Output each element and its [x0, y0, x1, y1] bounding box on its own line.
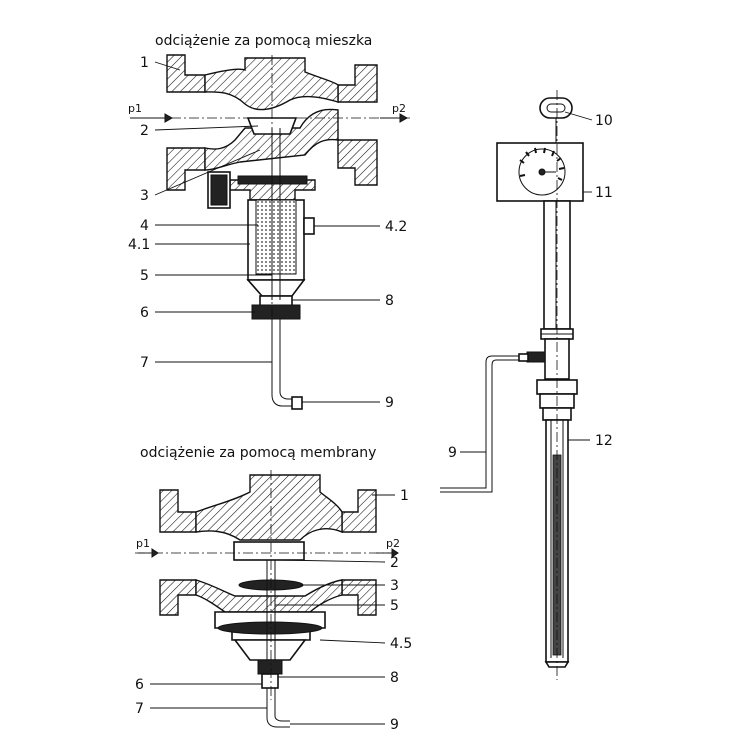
top-label-6: 6: [140, 305, 149, 321]
bottom-valve-plug: [233, 541, 305, 561]
top-label-5: 5: [140, 268, 149, 284]
membrane-valve: p1 p2: [135, 470, 400, 728]
right-leaders: [460, 111, 593, 453]
diaphragm: [217, 621, 323, 635]
bottom-label-1: 1: [400, 488, 409, 504]
capillary-connector: [526, 351, 546, 363]
sensor-capillary: [440, 355, 519, 489]
top-labels: 1 2 3 4 4.1 5 6 7 4.2 8 9: [128, 55, 407, 411]
top-label-3: 3: [140, 188, 149, 204]
top-label-1: 1: [140, 55, 149, 71]
right-flange: [337, 64, 378, 103]
bottom-capillary: [266, 688, 290, 728]
top-label-4-2: 4.2: [385, 219, 407, 235]
pressure-p2-label: p2: [392, 102, 406, 115]
setting-dial: [518, 148, 566, 196]
bottom-valve-body-top: [195, 474, 343, 541]
bottom-right-flange: [341, 489, 377, 533]
right-label-9: 9: [448, 445, 457, 461]
bellows: [255, 199, 297, 275]
pressure-p1-label: p1: [128, 102, 142, 115]
bottom-label-4-5: 4.5: [390, 636, 412, 652]
bottom-label-3: 3: [390, 578, 399, 594]
top-label-8: 8: [385, 293, 394, 309]
top-label-4: 4: [140, 218, 149, 234]
right-labels: 10 11 9 12: [448, 113, 613, 461]
bottom-diagram-title: odciążenie za pomocą membrany: [140, 445, 376, 461]
left-flange: [166, 54, 206, 93]
bottom-label-7: 7: [135, 701, 144, 717]
bottom-left-flange: [159, 489, 197, 533]
bellows-valve: p1 p2: [128, 54, 410, 410]
bottom-label-6: 6: [135, 677, 144, 693]
bottom-leaders: [150, 494, 395, 725]
valve-body-top: [204, 57, 339, 111]
capillary-tube: [271, 319, 296, 407]
right-label-10: 10: [595, 113, 613, 129]
bottom-pressure-p1-label: p1: [136, 537, 150, 550]
thermostat-sensor: [440, 90, 584, 680]
bottom-label-2: 2: [390, 555, 399, 571]
bottom-labels: 1 2 3 5 4.5 8 6 7 9: [135, 488, 412, 733]
adjustment-handle: [539, 97, 573, 119]
top-leaders: [154, 61, 380, 403]
top-diagram-title: odciążenie za pomocą mieszka: [155, 33, 372, 49]
dial-ticks: [519, 147, 565, 181]
top-label-2: 2: [140, 123, 149, 139]
bottom-pressure-p2-label: p2: [386, 537, 400, 550]
pressure-port: [303, 217, 315, 235]
bottom-label-5: 5: [390, 598, 399, 614]
bottom-valve-seat: [195, 579, 343, 613]
top-label-9: 9: [385, 395, 394, 411]
bottom-label-8: 8: [390, 670, 399, 686]
top-label-4-1: 4.1: [128, 237, 150, 253]
top-label-7: 7: [140, 355, 149, 371]
setting-scale-box: [496, 142, 584, 202]
right-label-11: 11: [595, 185, 613, 201]
bottom-label-9: 9: [390, 717, 399, 733]
bottom-coupling: [257, 659, 283, 675]
right-label-12: 12: [595, 433, 613, 449]
